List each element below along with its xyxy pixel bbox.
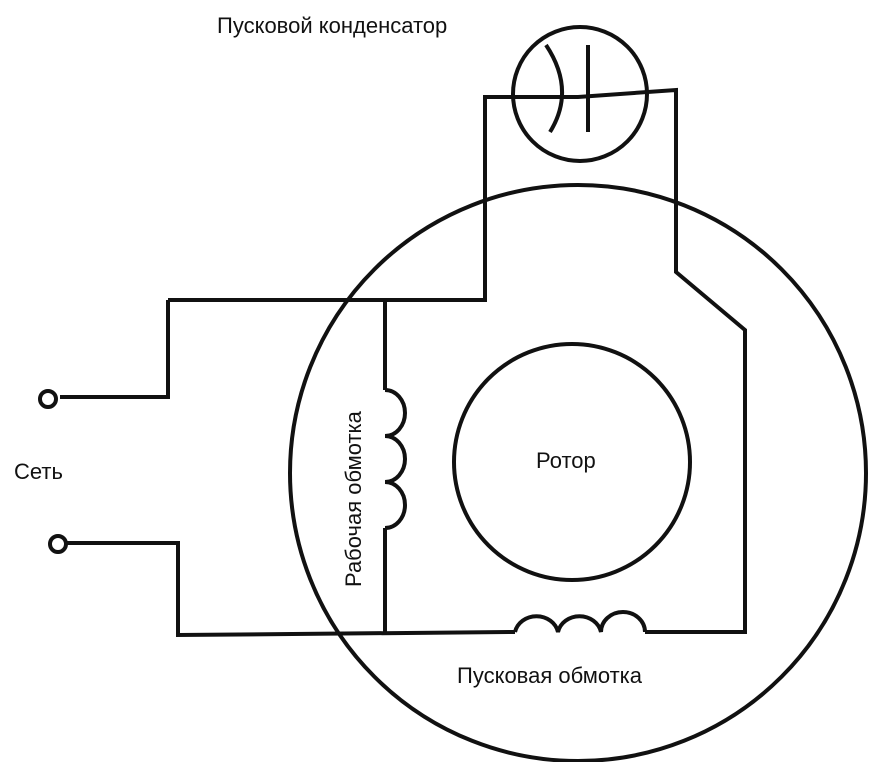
start-winding-coil xyxy=(513,610,647,633)
rotor-label: Ротор xyxy=(536,448,596,473)
capacitor-curved-plate xyxy=(544,43,564,134)
start-capacitor-label: Пусковой конденсатор xyxy=(217,13,447,38)
top-supply-wire xyxy=(60,300,170,399)
bottom-supply-wire xyxy=(66,541,516,638)
top-terminal xyxy=(38,389,58,409)
capacitor-branch-wire xyxy=(168,87,747,634)
working-winding xyxy=(383,300,407,634)
rotor-circle xyxy=(452,342,692,582)
start-winding xyxy=(513,610,647,633)
working-winding-label: Рабочая обмотка xyxy=(341,410,366,587)
network-label: Сеть xyxy=(14,459,63,484)
start-winding-label: Пусковая обмотка xyxy=(457,663,643,688)
working-winding-coil xyxy=(384,388,407,530)
stator-circle xyxy=(288,183,868,762)
bottom-terminal xyxy=(48,534,68,554)
